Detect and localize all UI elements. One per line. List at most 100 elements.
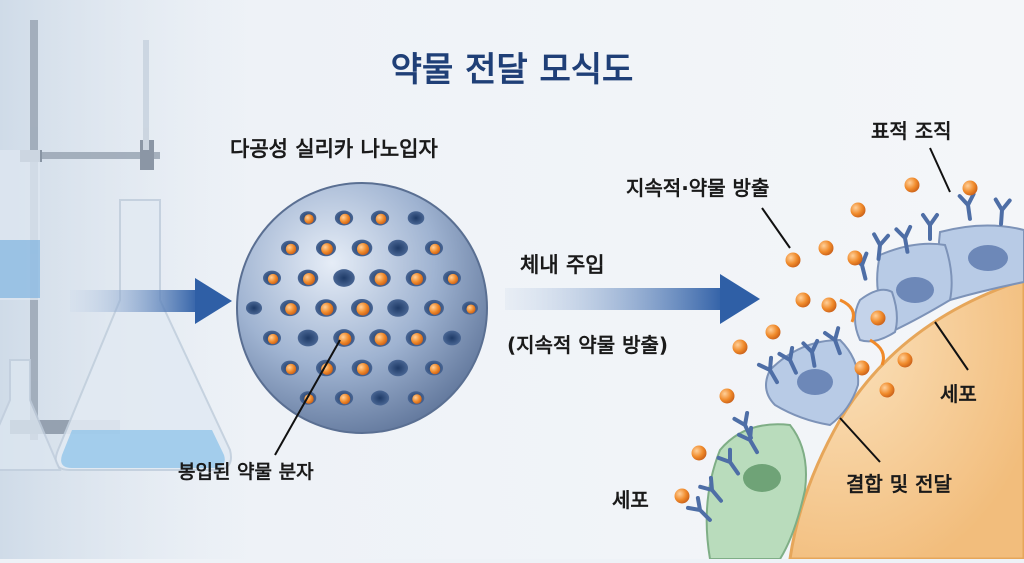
pore — [370, 390, 390, 406]
drug-molecule — [356, 242, 370, 256]
small-flask-illustration — [0, 359, 62, 471]
pore — [369, 329, 391, 347]
released-drug-molecule — [870, 310, 886, 326]
drug-molecule — [374, 272, 388, 286]
released-drug-molecule — [847, 250, 863, 266]
target-tissue-region — [788, 278, 1024, 561]
cell-5-nucleus — [743, 464, 781, 492]
cell-bottom-label: 세포 — [612, 488, 649, 512]
drug-molecule — [429, 303, 441, 315]
drug-molecule — [320, 302, 334, 316]
pore — [424, 299, 444, 317]
pore — [351, 359, 373, 377]
pore — [407, 211, 425, 225]
pore — [334, 210, 354, 226]
drug-molecule — [356, 362, 370, 376]
target-tissue-label: 표적 조직 — [871, 119, 952, 143]
drug-molecule — [374, 332, 388, 346]
receptor — [872, 232, 891, 261]
released-drug-molecule — [691, 445, 707, 461]
receptor — [823, 326, 842, 356]
pore — [443, 270, 461, 286]
pore — [297, 329, 319, 347]
pore — [405, 269, 427, 287]
pore — [263, 270, 281, 286]
pore — [461, 301, 479, 315]
released-drug-molecule — [765, 324, 781, 340]
pore — [407, 391, 425, 405]
cell-right-pointer — [934, 321, 969, 371]
pore — [333, 269, 355, 287]
receptor — [894, 224, 913, 254]
pores-group — [245, 210, 479, 406]
receptor — [801, 338, 820, 368]
pore — [280, 360, 300, 376]
release-arrow-2 — [869, 338, 885, 366]
beaker-illustration — [0, 150, 40, 300]
pore — [297, 269, 319, 287]
drug-molecule — [339, 393, 351, 405]
input-arrow — [70, 278, 232, 324]
drug-molecule — [338, 332, 352, 346]
drug-molecule — [321, 243, 333, 255]
pore — [280, 299, 300, 317]
receptor — [921, 213, 939, 241]
drug-molecule — [410, 272, 424, 286]
pore — [369, 269, 391, 287]
cell-2-nucleus — [896, 277, 934, 303]
flask-illustration — [54, 199, 232, 471]
drug-molecule — [447, 273, 459, 285]
binding-pointer — [839, 417, 881, 463]
drug-molecule — [267, 333, 279, 345]
drug-molecule — [429, 363, 441, 375]
receptor — [685, 495, 712, 522]
released-drug-molecule — [897, 352, 913, 368]
pore — [315, 239, 337, 257]
pore — [387, 359, 409, 377]
pore — [424, 360, 444, 376]
drug-molecule — [429, 243, 441, 255]
pore — [245, 301, 263, 315]
encapsulated-drug-label: 봉입된 약물 분자 — [178, 461, 314, 483]
released-drug-molecule — [795, 292, 811, 308]
pore — [351, 239, 373, 257]
sustained-release-label: 지속적·약물 방출 — [626, 176, 770, 200]
drug-molecule — [410, 332, 424, 346]
pore — [387, 299, 409, 317]
cell-right-label: 세포 — [940, 382, 977, 406]
released-drug-molecule — [854, 360, 870, 376]
encapsulated-drug-pointer — [274, 339, 341, 456]
receptors-group — [685, 192, 1012, 522]
pore — [370, 210, 390, 226]
target-tissue-pointer — [929, 147, 951, 193]
drug-molecule — [304, 214, 314, 224]
released-drug-molecule — [818, 240, 834, 256]
pore — [315, 299, 337, 317]
receptor — [993, 197, 1012, 226]
receptor — [716, 447, 741, 476]
drug-molecule — [375, 213, 387, 225]
released-drug-molecule — [821, 297, 837, 313]
pore — [351, 299, 373, 317]
pore — [315, 359, 337, 377]
released-drugs-group — [674, 177, 978, 504]
released-drug-molecule — [850, 202, 866, 218]
receptor — [756, 355, 779, 385]
nanoparticle-label: 다공성 실리카 나노입자 — [230, 137, 438, 161]
drug-molecule — [304, 394, 314, 404]
drug-molecule — [412, 394, 422, 404]
release-arrow-1 — [839, 298, 855, 323]
released-drug-molecule — [904, 177, 920, 193]
pore — [299, 211, 317, 225]
sustained-release-pointer — [761, 207, 791, 249]
pore — [443, 330, 461, 346]
pore — [333, 329, 355, 347]
receptor — [957, 192, 976, 221]
cell-1-nucleus — [968, 245, 1008, 271]
injection-label: 체내 주입 — [520, 253, 605, 277]
drug-molecule — [285, 243, 297, 255]
released-drug-molecule — [785, 252, 801, 268]
drug-molecule — [321, 363, 333, 375]
pore — [424, 240, 444, 256]
